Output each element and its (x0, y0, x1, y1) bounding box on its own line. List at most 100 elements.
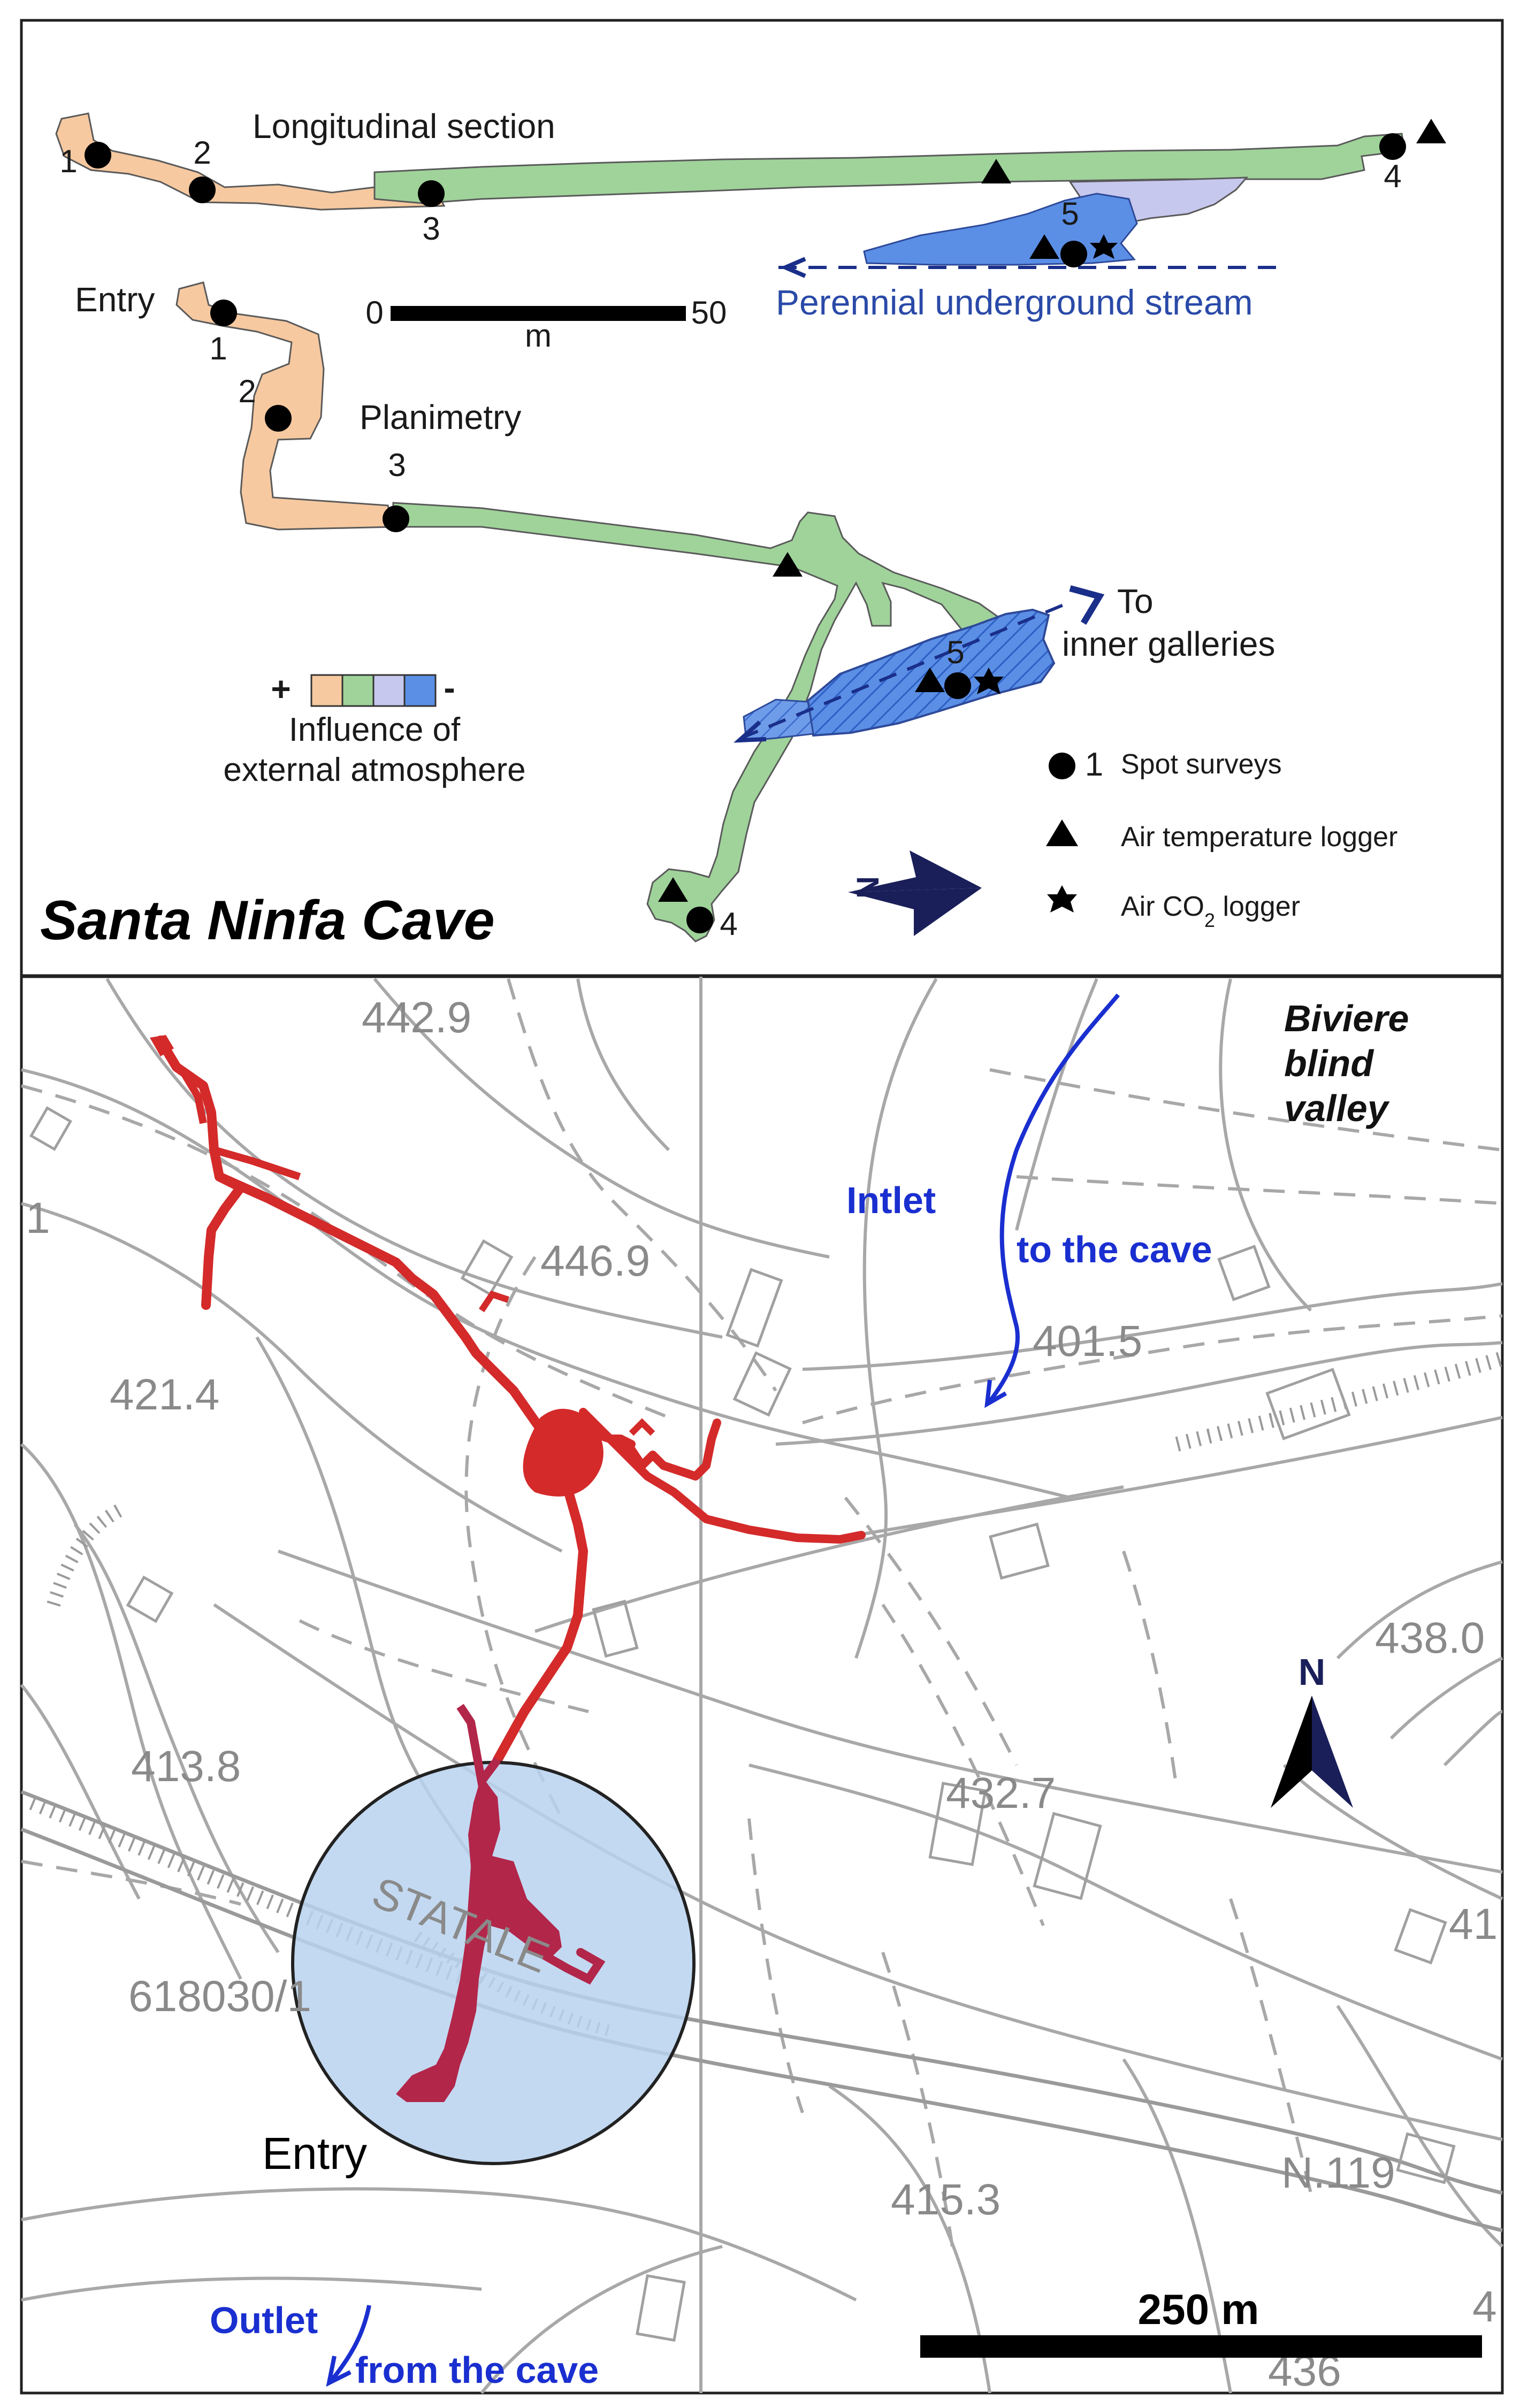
plan-point-3-label: 3 (388, 447, 406, 483)
long-point-3-label: 3 (422, 211, 440, 247)
elevation-442-9: 442.9 (362, 993, 471, 1042)
top-scale-bar: 0 50 m (365, 295, 727, 354)
influence-line1: Influence of (289, 711, 461, 748)
road-code: N.119 (1281, 2149, 1395, 2197)
map-north-letter: N (1299, 1651, 1326, 1693)
dashed-tracks (21, 978, 1503, 2247)
top-north-letter: N (851, 876, 885, 899)
plan-entry-label: Entry (75, 280, 155, 319)
elevation-415-3: 415.3 (891, 2175, 1000, 2224)
influence-swatch-blue (403, 674, 437, 707)
cave-network (150, 1035, 866, 1765)
elevation-438-0: 438.0 (1375, 1614, 1485, 1662)
plan-temp-logger-a (773, 552, 803, 577)
top-north-arrow: N (848, 850, 982, 936)
long-spot-2 (189, 177, 216, 203)
top-scale-end: 50 (691, 295, 727, 331)
legend-spot-number: 1 (1085, 746, 1103, 783)
influence-plus: + (271, 670, 291, 708)
inner-galleries-arrow (1069, 585, 1105, 625)
cave-main-chamber (523, 1408, 604, 1497)
topographic-lines (20, 978, 1504, 2394)
influence-swatch-green (341, 674, 375, 707)
plan-co2-logger (974, 668, 1004, 694)
long-green-passage (373, 133, 1406, 204)
top-scale-unit: m (525, 318, 552, 354)
plan-temp-logger-c (915, 668, 945, 692)
cave-side-north (178, 1068, 301, 1180)
longitudinal-section: 1 2 3 4 5 Longitudinal section Perennial… (55, 107, 1446, 322)
plan-spot-3 (383, 505, 409, 532)
intlet-label: Intlet (846, 1179, 936, 1221)
plan-point-4-label: 4 (720, 906, 737, 942)
long-co2-logger (1090, 234, 1118, 259)
map-scale-bar (920, 2335, 1482, 2358)
top-north-arrow-lower (848, 850, 982, 892)
elevation-446-9: 446.9 (540, 1237, 650, 1285)
map-north-arrow: N (1271, 1651, 1353, 1808)
elevation-edge-1: 1 (26, 1194, 50, 1243)
long-spot-5 (1060, 241, 1087, 267)
outlet-label: Outlet (210, 2299, 318, 2341)
plan-temp-logger-b (658, 877, 688, 902)
elevation-41: 41 (1449, 1900, 1498, 1949)
elevation-edge-4: 4 (1472, 2282, 1497, 2331)
elevation-421-4: 421.4 (110, 1370, 219, 1419)
cave-inner-branch (525, 1943, 606, 1985)
plan-orange-passage (175, 281, 394, 531)
plan-spot-4 (686, 907, 713, 933)
sheet-code: 618030/1 (128, 1972, 311, 2021)
long-point-2-label: 2 (193, 135, 211, 171)
elevation-432-7: 432.7 (946, 1769, 1056, 1817)
symbol-legend: 1 Spot surveys Air temperature logger Ai… (1046, 746, 1397, 931)
plan-point-5-label: 5 (946, 634, 964, 670)
legend-spot-icon (1049, 753, 1075, 779)
influence-line2: external atmosphere (223, 751, 525, 788)
longitudinal-section-title: Longitudinal section (253, 107, 555, 145)
map-scale-label: 250 m (1138, 2286, 1259, 2333)
outlet-arrow-head (326, 2356, 352, 2387)
map-frame (20, 975, 1504, 2395)
main-road (20, 1790, 1503, 2233)
cave-inner-link (456, 1704, 501, 1792)
long-temp-logger-c (1029, 234, 1059, 259)
intlet-arrow-head (984, 1379, 1007, 1408)
top-north-arrow-upper (848, 888, 982, 936)
long-spot-4 (1379, 133, 1406, 160)
biviere-line3: valley (1284, 1087, 1390, 1129)
from-the-cave-label: from the cave (355, 2349, 599, 2391)
influence-swatch-lavender (372, 674, 406, 707)
legend-temp-icon (1046, 819, 1078, 846)
planimetry-title: Planimetry (360, 398, 521, 436)
inner-galleries-line2: inner galleries (1062, 625, 1275, 663)
cave-inner-section (396, 1704, 606, 2102)
cave-branch-east (579, 1408, 866, 1544)
cave-inner-passage (396, 1776, 562, 2102)
map-north-arrow-right (1312, 1696, 1353, 1808)
legend-co2-label: Air CO2 logger (1121, 891, 1300, 931)
cave-title: Santa Ninfa Cave (40, 889, 495, 952)
biviere-line2: blind (1284, 1042, 1374, 1084)
plan-point-2-label: 2 (238, 373, 256, 409)
elevation-413-8: 413.8 (131, 1742, 241, 1791)
stream-arrow-head (780, 257, 806, 278)
slope-hatch-west (47, 1502, 126, 1607)
cave-stub-1 (479, 1290, 655, 1436)
elevation-401-5: 401.5 (1033, 1317, 1142, 1366)
biviere-line1: Biviere (1284, 998, 1409, 1039)
long-point-1-label: 1 (59, 143, 77, 179)
plan-spot-1 (210, 300, 237, 326)
plan-spot-5 (944, 672, 971, 699)
influence-swatch-orange (310, 674, 343, 707)
stream-label: Perennial underground stream (776, 282, 1253, 322)
long-point-5-label: 5 (1061, 196, 1079, 232)
outlet-stream (330, 2305, 371, 2382)
cave-north-end (150, 1035, 174, 1056)
legend-spot-label: Spot surveys (1121, 749, 1282, 780)
long-spot-1 (85, 142, 111, 168)
top-scale-start: 0 (365, 295, 383, 331)
building-outlines (29, 1106, 1456, 2342)
intlet-stream (988, 993, 1120, 1403)
long-spot-3 (418, 180, 445, 207)
